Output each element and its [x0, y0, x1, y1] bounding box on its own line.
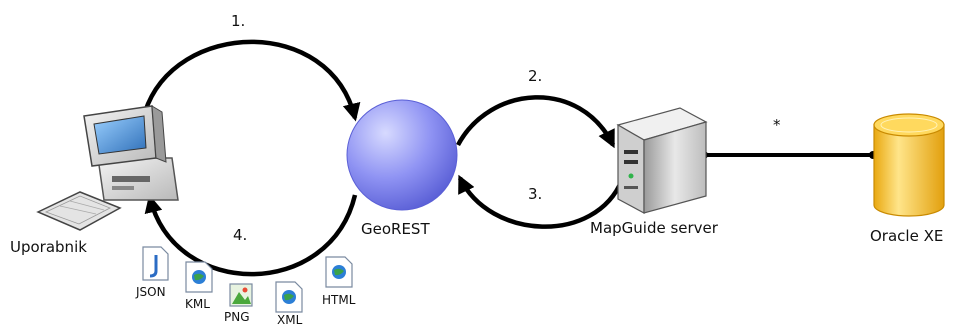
arrow-step-2	[456, 95, 616, 149]
html-file-icon	[325, 256, 353, 288]
xml-file-icon	[275, 281, 303, 313]
format-label-xml: XML	[277, 313, 303, 327]
json-file-icon	[142, 246, 169, 281]
node-label-oracle: Oracle XE	[870, 227, 944, 245]
georest-sphere-icon	[346, 99, 458, 211]
png-file-icon	[229, 283, 253, 307]
step-label-1: 1.	[231, 12, 246, 30]
kml-file-icon	[185, 261, 213, 293]
step-label-2: 2.	[528, 67, 543, 85]
arrow-step-4	[144, 194, 358, 277]
format-label-png: PNG	[224, 310, 250, 324]
node-label-mapguide: MapGuide server	[590, 219, 718, 237]
connector-label: *	[773, 116, 781, 134]
format-label-json: JSON	[136, 285, 166, 299]
node-label-user: Uporabnik	[10, 238, 87, 256]
server-icon	[616, 107, 708, 215]
node-label-georest: GeoREST	[361, 220, 430, 238]
format-label-kml: KML	[185, 297, 210, 311]
step-label-3: 3.	[528, 185, 543, 203]
format-label-html: HTML	[322, 293, 356, 307]
step-label-4: 4.	[233, 226, 248, 244]
arrow-step-3	[457, 174, 625, 229]
computer-icon	[36, 105, 179, 231]
arrow-step-1	[142, 39, 361, 122]
database-cylinder-icon	[873, 113, 945, 217]
